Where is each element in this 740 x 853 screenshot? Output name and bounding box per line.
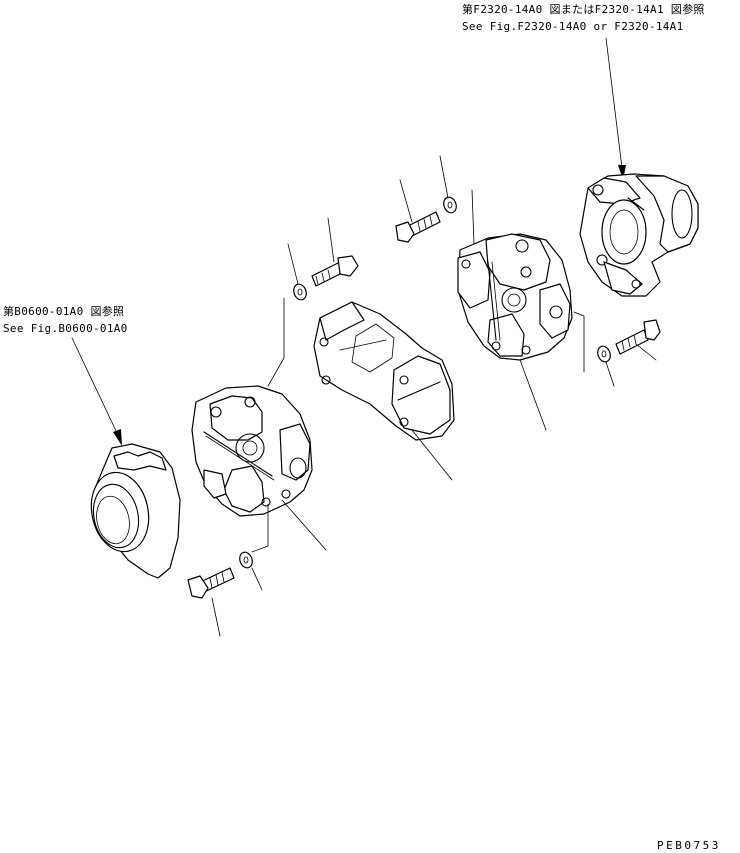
leader-washer-rear-upper: [439, 155, 449, 199]
center-shaft: [313, 301, 455, 441]
leader-center-shaft: [411, 429, 453, 481]
washer-rear-upper: [443, 196, 457, 214]
washer-front-lower: [239, 551, 253, 569]
bolt-front-upper: [311, 255, 359, 287]
leader-bolt-rear-lower: [635, 343, 657, 361]
leader-universal-joint-rear: [519, 359, 547, 431]
reference-arrow-left: [71, 337, 122, 446]
leader-washer-front-lower: [251, 567, 263, 591]
leader-front-upper-to-joint: [267, 297, 285, 387]
reference-arrow-top-right: [605, 37, 626, 180]
leader-bolt-front-upper: [327, 217, 335, 263]
leader-washer-front-upper: [287, 243, 299, 285]
reference-label-left-en: See Fig.B0600-01A0: [3, 322, 128, 335]
universal-joint-rear: [457, 233, 573, 361]
leader-bolt-front-lower: [211, 597, 221, 637]
flange-yoke-front: [90, 443, 181, 579]
universal-joint-front: [191, 385, 313, 517]
leader-rear-upper-to-joint: [471, 189, 475, 245]
leader-washer-rear-lower: [605, 361, 615, 387]
washer-rear-lower: [597, 345, 611, 363]
leader-universal-joint-front: [281, 499, 327, 551]
leader-bolt-rear-upper: [399, 179, 413, 223]
reference-label-top-right-jp: 第F2320-14A0 図またはF2320-14A1 図参照: [462, 3, 705, 16]
washer-front-upper: [293, 283, 307, 301]
reference-label-left-jp: 第B0600-01A0 図参照: [3, 305, 125, 318]
leader-front-lower-to-joint: [251, 503, 269, 553]
bolt-rear-upper: [395, 211, 441, 243]
bolt-rear-lower: [615, 319, 661, 355]
flange-yoke-rear: [579, 173, 699, 297]
bolt-front-lower: [187, 567, 235, 599]
drawing-number: PEB0753: [657, 839, 721, 852]
leader-rear-lower-to-joint: [573, 311, 585, 373]
reference-label-top-right-en: See Fig.F2320-14A0 or F2320-14A1: [462, 20, 684, 33]
